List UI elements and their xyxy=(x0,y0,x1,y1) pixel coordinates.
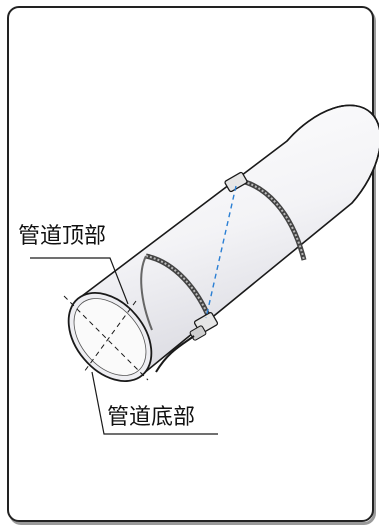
top-leader-line xyxy=(30,257,129,305)
bottom-leader-line xyxy=(91,371,218,435)
cable-icon xyxy=(155,335,195,373)
pipe-icon xyxy=(67,104,379,382)
pipe-top-label: 管道顶部 xyxy=(18,224,107,249)
signal-path-line xyxy=(205,185,237,319)
transducer-icon xyxy=(224,171,248,193)
end-face-cross-lines xyxy=(63,295,149,381)
panel-shadow xyxy=(9,9,376,525)
hose-clamp-icon xyxy=(140,253,213,331)
pipe-bottom-label: 管道底部 xyxy=(107,405,196,430)
